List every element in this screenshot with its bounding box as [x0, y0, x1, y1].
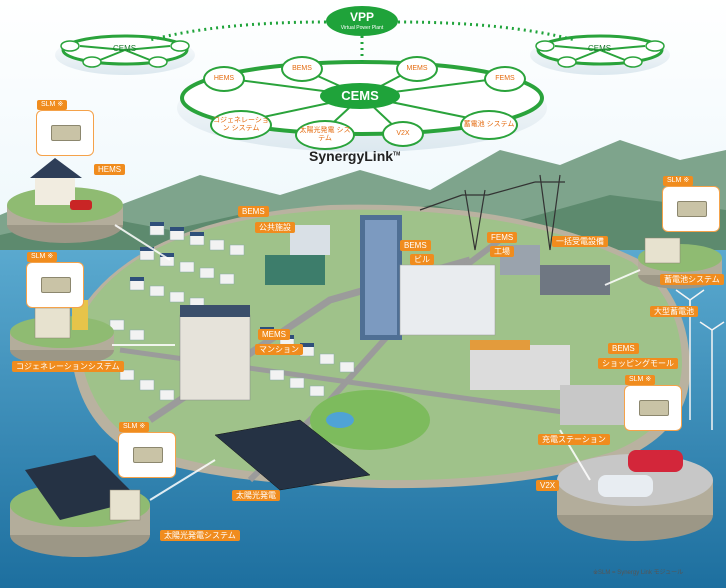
- cems-right-label: CEMS: [588, 44, 611, 53]
- label-charging-station: 充電ステーション: [538, 434, 610, 445]
- brand-name: SynergyLink: [309, 148, 393, 164]
- label-bems-building: BEMS: [400, 240, 431, 251]
- label-hems: HEMS: [94, 164, 125, 175]
- slm-house-callout: SLM ※: [36, 110, 94, 156]
- node-fems: FEMS: [484, 66, 526, 92]
- brand-tm: TM: [393, 151, 400, 157]
- slm-v2x-label: SLM ※: [625, 375, 655, 385]
- slm-house-label: SLM ※: [37, 100, 67, 110]
- label-public-facility: 公共施設: [255, 222, 295, 233]
- label-large-battery: 大型蓄電池: [650, 306, 698, 317]
- label-cogen-system: コジェネレーションシステム: [12, 361, 124, 372]
- slm-cogen-callout: SLM ※: [26, 262, 84, 308]
- slm-solar-label: SLM ※: [119, 422, 149, 432]
- label-factory: 工場: [490, 246, 514, 257]
- label-mems: MEMS: [258, 329, 290, 340]
- vpp-subtitle: Virtual Power Plant: [326, 25, 398, 31]
- label-bulk-power: 一括受電設備: [552, 236, 608, 247]
- slm-v2x-callout: SLM ※: [624, 385, 682, 431]
- vpp-title: VPP: [326, 9, 398, 25]
- cems-left-label: CEMS: [113, 44, 136, 53]
- slm-solar-callout: SLM ※: [118, 432, 176, 478]
- node-solar: 太陽光発電 システム: [295, 120, 355, 150]
- slm-module-icon: [639, 400, 669, 416]
- label-bems-public: BEMS: [238, 206, 269, 217]
- footnote: ※SLM = Synergy Link モジュール: [593, 567, 683, 576]
- slm-module-icon: [677, 201, 707, 217]
- slm-module-icon: [51, 125, 81, 141]
- label-battery-system: 蓄電池システム: [660, 274, 724, 285]
- slm-module-icon: [41, 277, 71, 293]
- node-mems: MEMS: [396, 56, 438, 82]
- vpp-badge: VPP Virtual Power Plant: [326, 6, 398, 36]
- label-bems-mall: BEMS: [608, 343, 639, 354]
- node-hems: HEMS: [203, 66, 245, 92]
- label-fems: FEMS: [487, 232, 517, 243]
- label-building: ビル: [410, 254, 434, 265]
- node-cogen: コジェネレーション システム: [210, 110, 272, 140]
- slm-battery-label: SLM ※: [663, 176, 693, 186]
- node-bems: BEMS: [281, 56, 323, 82]
- cems-hub: CEMS: [320, 83, 400, 109]
- slm-module-icon: [133, 447, 163, 463]
- brand-logo: SynergyLinkTM: [309, 148, 400, 164]
- label-mansion: マンション: [255, 344, 303, 355]
- label-v2x: V2X: [536, 480, 559, 491]
- label-solar-system: 太陽光発電システム: [160, 530, 240, 541]
- node-v2x: V2X: [382, 121, 424, 147]
- node-battery: 蓄電池 システム: [460, 110, 518, 140]
- slm-battery-callout: SLM ※: [662, 186, 720, 232]
- label-shopping-mall: ショッピングモール: [598, 358, 678, 369]
- label-solar-power: 太陽光発電: [232, 490, 280, 501]
- slm-cogen-label: SLM ※: [27, 252, 57, 262]
